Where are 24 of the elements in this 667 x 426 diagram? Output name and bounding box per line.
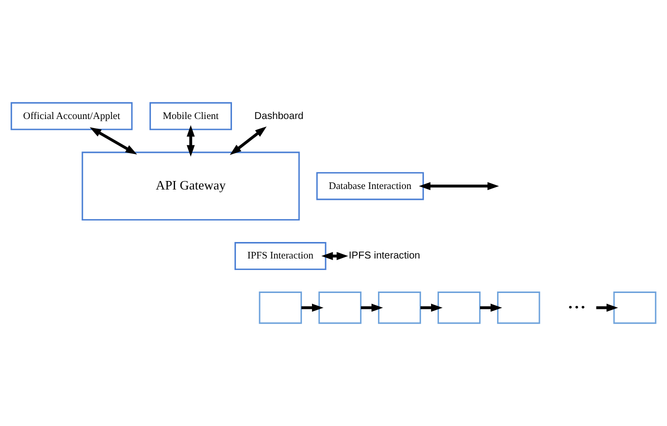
arrow [321, 252, 348, 260]
node-box: IPFS Interaction [234, 242, 326, 270]
node-box: Mobile Client [149, 102, 232, 130]
arrow [360, 304, 384, 312]
arrow [418, 182, 499, 190]
arrow [230, 126, 267, 156]
arrow [186, 125, 195, 157]
arrow [301, 304, 324, 312]
node-box: Database Interaction [316, 172, 424, 200]
node-box: Official Account/Applet [10, 102, 133, 130]
arrow [420, 304, 443, 312]
node-text: IPFS interaction [348, 250, 420, 262]
arrow [90, 127, 138, 155]
node-box [613, 292, 656, 324]
node-box [438, 292, 481, 324]
arrow [480, 304, 502, 312]
node-text: Dashboard [254, 110, 304, 122]
node-box [318, 292, 362, 324]
node-box: API Gateway [82, 152, 300, 221]
node-box [378, 292, 422, 324]
node-box [258, 292, 302, 324]
node-text: • • • [568, 302, 585, 314]
node-box [497, 292, 540, 324]
arrow [596, 304, 618, 312]
